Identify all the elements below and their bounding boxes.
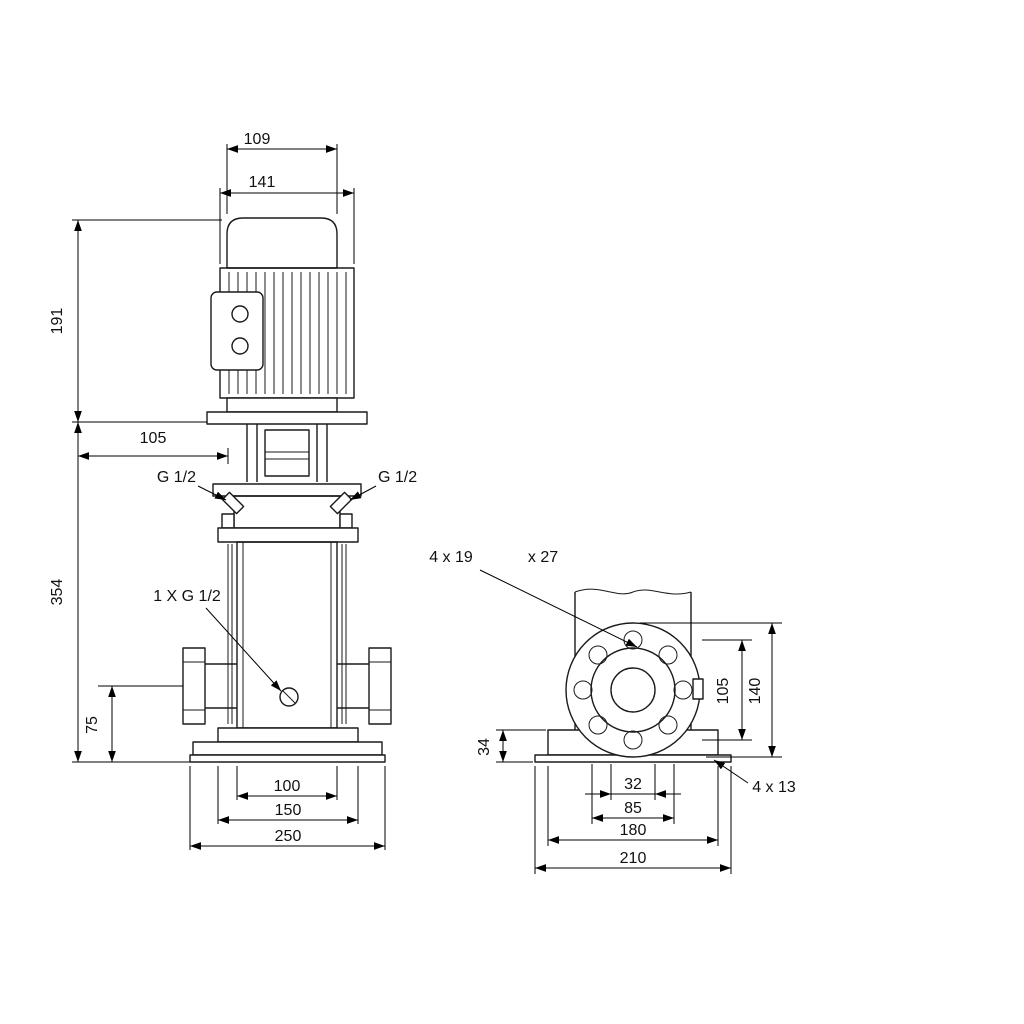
front-view-dimensions: 109 141 191 105 354 75 G 1/2 G 1/2 1 X G… <box>49 131 417 850</box>
side-view-dimensions: 4 x 19 x 27 34 105 140 32 85 180 210 4 x… <box>429 549 796 874</box>
port-flange-left-holes <box>183 661 205 711</box>
flange-bore <box>610 667 656 713</box>
motor-stool-flange <box>206 411 368 425</box>
leader-flange-hole-callout <box>479 569 638 648</box>
coupling-columns <box>246 424 328 482</box>
coupling-block <box>264 429 310 477</box>
terminal-box <box>210 291 264 371</box>
dim-base-height: 34 <box>476 738 493 756</box>
dim-motor-width: 141 <box>249 174 276 191</box>
label-drain-port: 1 X G 1/2 <box>153 588 221 605</box>
dim-motor-top-width: 109 <box>244 131 271 148</box>
port-flange-right-holes <box>369 661 391 711</box>
bolt-hole-w <box>573 680 593 700</box>
dim-head-offset: 105 <box>140 430 167 447</box>
bolt-hole-n <box>623 630 643 650</box>
drain-plug-slot <box>282 690 296 704</box>
dim-chamber-width: 100 <box>274 778 301 795</box>
port-flange-right <box>368 647 392 725</box>
dim-bolt-circle: 105 <box>715 678 732 705</box>
port-pipe-right <box>337 663 369 709</box>
leader-gauge-port-right <box>349 485 377 501</box>
dim-pump-height: 354 <box>49 579 66 606</box>
extension-lines-bottom <box>189 766 386 850</box>
dim-flange-od: 140 <box>747 678 764 705</box>
dim-foot-hole-span: 180 <box>620 822 647 839</box>
dim-flange-span: 150 <box>275 802 302 819</box>
pump-head-top-plate <box>212 483 362 497</box>
staybolt-nut-left <box>221 513 235 529</box>
leader-gauge-port-left <box>197 485 227 501</box>
dim-raised-face: 85 <box>624 800 642 817</box>
coupling-split-lines <box>265 451 309 460</box>
staybolt-nut-right <box>339 513 353 529</box>
front-view <box>182 217 392 763</box>
bolt-hole-nw <box>588 645 608 665</box>
bolt-hole-sw <box>588 715 608 735</box>
label-gauge-port-right: G 1/2 <box>378 469 417 486</box>
sleeve-break-line <box>574 588 692 595</box>
extension-lines-top <box>219 144 355 264</box>
label-base-hole-callout: 4 x 13 <box>752 779 796 796</box>
label-flange-hole-depth: x 27 <box>528 549 558 566</box>
dim-bore: 32 <box>624 776 642 793</box>
flange-raised-face <box>590 647 676 733</box>
bolt-hole-se <box>658 715 678 735</box>
chamber-bottom-flange <box>217 727 359 743</box>
dim-motor-height: 191 <box>49 308 66 335</box>
side-view <box>534 588 732 763</box>
staybolt-rods <box>227 544 347 724</box>
dim-base-width-side: 210 <box>620 850 647 867</box>
gauge-plug-right <box>329 491 353 515</box>
flange-face-outer <box>565 622 701 758</box>
port-pipe-left <box>205 663 237 709</box>
bolt-hole-ne <box>658 645 678 665</box>
cable-gland-top <box>231 305 249 323</box>
dim-port-center-height: 75 <box>84 716 101 734</box>
flange-edge-tab <box>692 678 704 700</box>
dim-base-width-front: 250 <box>275 828 302 845</box>
extension-lines-left <box>72 219 229 763</box>
bolt-hole-e <box>673 680 693 700</box>
leader-base-hole-callout <box>713 759 749 784</box>
base-plate <box>192 741 383 756</box>
motor-end-cap <box>226 217 338 269</box>
motor-foot <box>226 397 338 413</box>
pump-head-flange <box>217 527 359 543</box>
cable-gland-bottom <box>231 337 249 355</box>
leader-drain-port <box>205 607 282 692</box>
label-flange-hole-callout: 4 x 19 <box>429 549 473 566</box>
bolt-hole-s <box>623 730 643 750</box>
label-gauge-port-left: G 1/2 <box>157 469 196 486</box>
base-plate-lip <box>189 754 386 763</box>
chamber-sleeve-inner-lines <box>242 542 332 728</box>
